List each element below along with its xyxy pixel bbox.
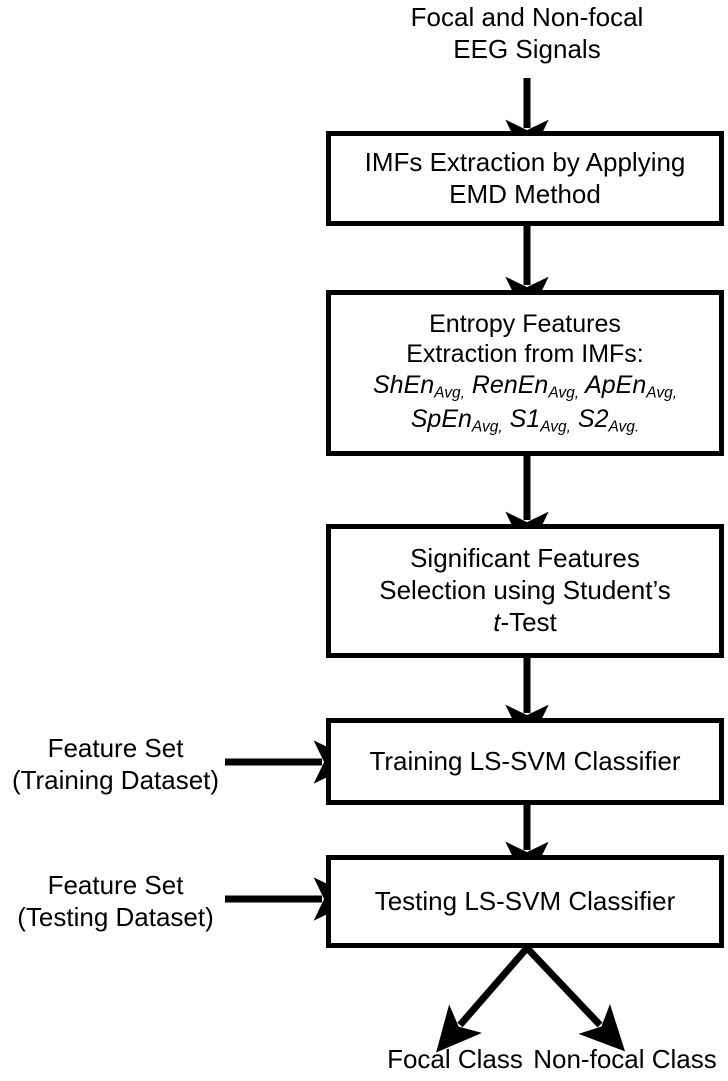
t-test-italic: t — [493, 606, 501, 637]
feature-s1: S1Avg, — [509, 404, 571, 436]
input-signals-line2: EEG Signals — [453, 33, 601, 64]
node-entropy-features-line1: Entropy Features — [429, 309, 621, 338]
label-training-feature-set-line2: (Training Dataset) — [11, 764, 220, 795]
feature-s2: S2Avg. — [577, 404, 640, 436]
input-signals-line1: Focal and Non-focal — [410, 2, 644, 32]
node-testing-classifier-label: Testing LS-SVM Classifier — [374, 885, 676, 916]
node-entropy-features-line4: SpEnAvg, S1Avg, S2Avg. — [337, 404, 713, 438]
node-entropy-features-line2: Extraction from IMFs: — [406, 340, 644, 369]
label-focal-class-text: Focal Class — [387, 1044, 523, 1074]
label-testing-feature-set-line1: Feature Set — [47, 870, 184, 900]
label-non-focal-class-text: Non-focal Class — [533, 1044, 717, 1074]
label-training-feature-set-line1: Feature Set — [47, 733, 184, 763]
node-training-classifier-label: Training LS-SVM Classifier — [369, 745, 681, 776]
input-signals-label: Focal and Non-focal EEG Signals — [377, 2, 677, 65]
node-imf-extraction-line1: IMFs Extraction by Applying — [364, 146, 686, 177]
node-entropy-features-line3: ShEnAvg, RenEnAvg, ApEnAvg, — [337, 370, 713, 404]
node-feature-selection-line3: t-Test — [337, 607, 713, 639]
feature-renen: RenEnAvg, — [471, 370, 580, 402]
node-imf-extraction-line2: EMD Method — [449, 178, 601, 209]
feature-shen: ShEnAvg, — [372, 370, 465, 402]
label-training-feature-set: Feature Set (Training Dataset) — [8, 733, 223, 796]
label-testing-feature-set: Feature Set (Testing Dataset) — [8, 870, 223, 933]
connector-testing-to-focal — [436, 945, 530, 1053]
connector-testing-to-nonfocal — [524, 945, 626, 1052]
node-feature-selection[interactable]: Significant Features Selection using Stu… — [326, 524, 724, 658]
node-imf-extraction[interactable]: IMFs Extraction by Applying EMD Method — [326, 131, 724, 226]
node-training-classifier[interactable]: Training LS-SVM Classifier — [326, 718, 724, 805]
node-entropy-features[interactable]: Entropy Features Extraction from IMFs: S… — [326, 290, 724, 456]
label-focal-class: Focal Class — [355, 1044, 555, 1076]
t-test-rest: -Test — [500, 606, 557, 637]
feature-apen: ApEnAvg, — [585, 370, 678, 402]
feature-spen: SpEnAvg, — [410, 404, 503, 436]
label-testing-feature-set-line2: (Testing Dataset) — [17, 901, 214, 932]
node-feature-selection-line2: Selection using Student’s — [379, 575, 671, 606]
label-non-focal-class: Non-focal Class — [520, 1044, 728, 1076]
node-testing-classifier[interactable]: Testing LS-SVM Classifier — [326, 855, 724, 948]
node-feature-selection-line1: Significant Features — [410, 543, 640, 574]
